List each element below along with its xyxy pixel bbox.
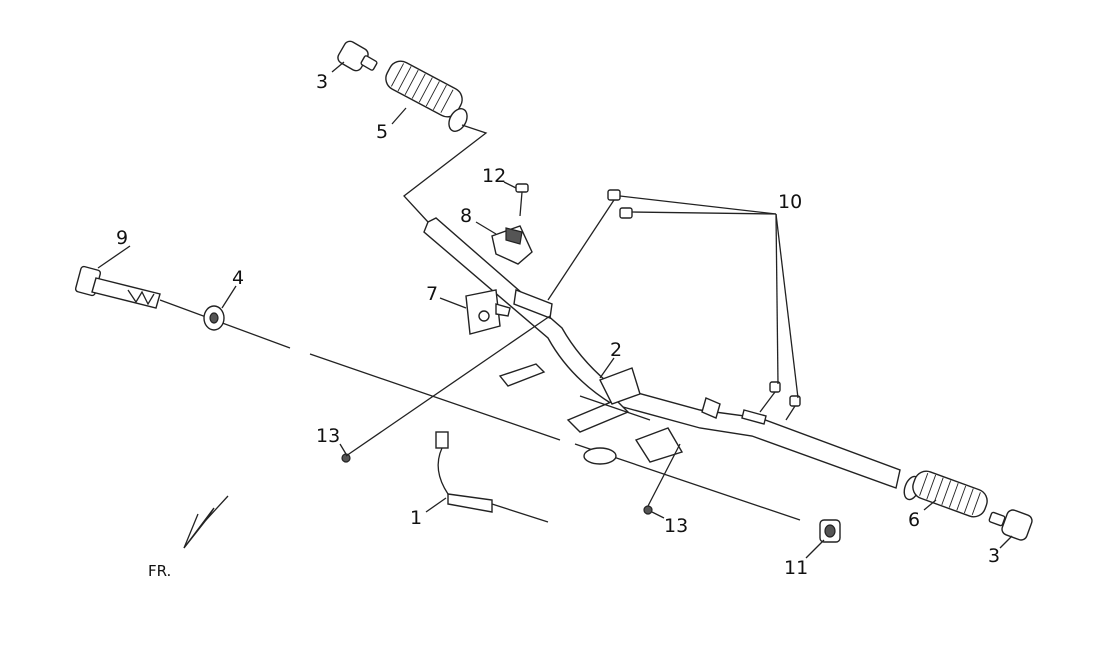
clamp-bracket-part [465,289,511,335]
right-bar-end-part [988,509,1033,541]
callout-1: 1 [410,507,422,529]
collar-part [203,305,225,331]
callout-3-right: 3 [988,545,1000,567]
callout-9: 9 [116,227,128,249]
small-screw-parts [341,453,653,515]
top-screw-part [515,183,529,217]
callout-8: 8 [460,205,472,227]
callout-4: 4 [232,267,244,289]
screw-13-right [643,505,653,515]
handlebar-pipe-part [423,217,901,489]
callout-6: 6 [908,509,920,531]
left-bar-end-part [337,40,378,72]
callout-12: 12 [482,165,506,187]
bolt-10-c [759,381,781,413]
right-grip-part [903,470,988,518]
left-grip-part [385,60,488,223]
throttle-cable-part [435,431,549,523]
callout-7: 7 [426,283,438,305]
callout-5: 5 [376,121,388,143]
bolt-10-a [547,189,621,301]
axis-line-left [159,299,291,349]
nut-part [819,519,841,543]
bolt-set-part [547,189,801,421]
front-direction-label: FR. [148,562,171,580]
callout-2: 2 [610,339,622,361]
axis-line-mid [309,353,561,441]
callout-3-top: 3 [316,71,328,93]
front-direction-arrow: FR. [148,495,229,580]
long-bolt-part [74,265,161,309]
callout-13-right: 13 [664,515,688,537]
leader-lines [97,61,1013,559]
bolt-10-b [619,207,633,219]
callout-labels: 3 5 12 8 9 4 7 10 2 13 1 13 6 3 11 [116,71,1000,579]
callout-13-left: 13 [316,425,340,447]
bolt-10-d [785,395,801,421]
screw-13-left [341,453,351,463]
callout-11: 11 [784,557,808,579]
switch-housing-part [491,225,533,265]
callout-10: 10 [778,191,802,213]
